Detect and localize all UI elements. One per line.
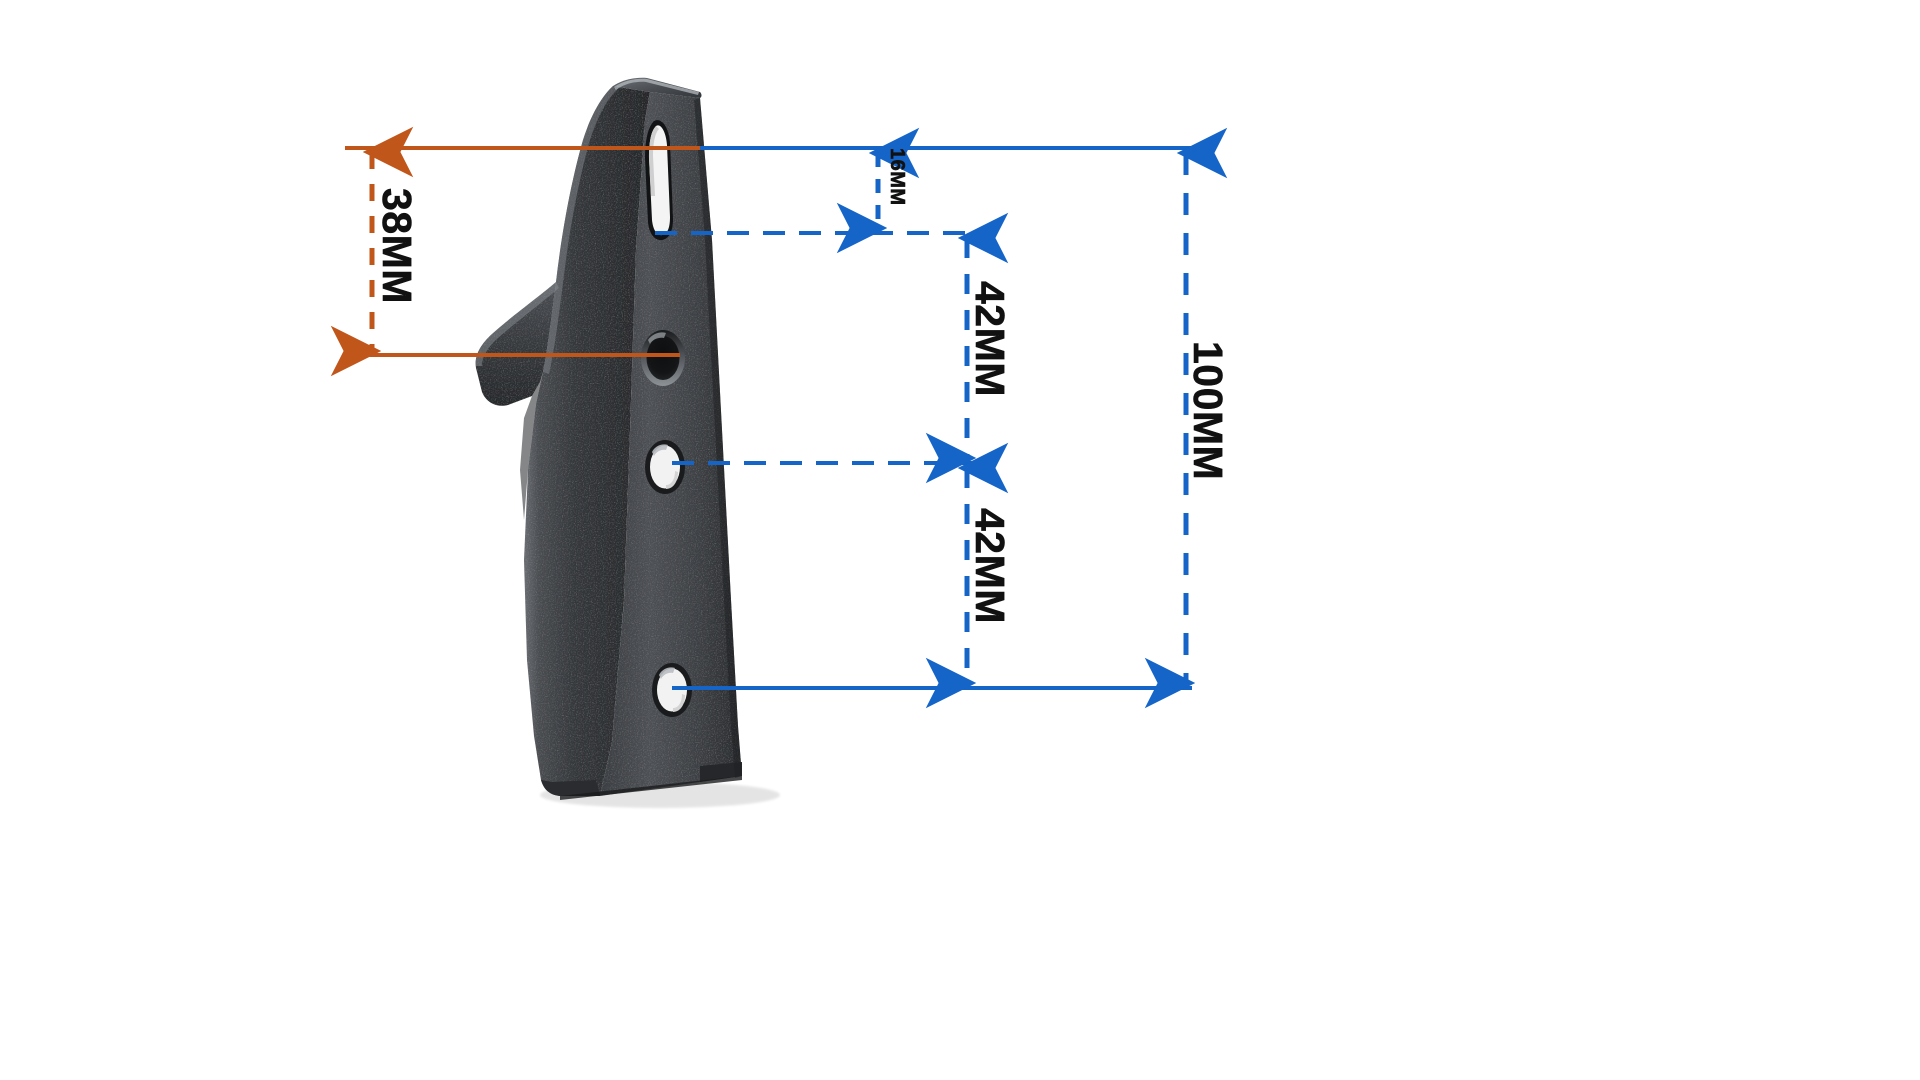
part-foot-edge-highlight xyxy=(475,282,559,366)
dimension-38mm xyxy=(330,126,1192,377)
part-rib-shade xyxy=(694,98,742,778)
bracket-part xyxy=(475,77,780,808)
part-foot-flange xyxy=(475,282,556,406)
feature-upper-hole xyxy=(641,330,685,386)
part-top-edge-highlight xyxy=(614,78,699,95)
dim-38mm-label: 38MM xyxy=(374,188,421,305)
dim-42mm-upper-label: 42MM xyxy=(967,281,1014,398)
part-bottom-pad-left xyxy=(541,780,600,796)
part-bottom-pad-right xyxy=(700,762,742,782)
part-bottom-edge xyxy=(560,776,742,800)
part-foot-fillet-shade xyxy=(520,372,543,520)
feature-top-slot xyxy=(645,120,673,241)
part-top-face xyxy=(613,77,702,98)
dim-16mm-label: 16MM xyxy=(886,148,909,206)
dim-42mm-lower-label: 42MM xyxy=(967,508,1014,625)
part-left-edge-highlight xyxy=(543,86,617,374)
dim-100mm-label: 100MM xyxy=(1185,341,1232,481)
dimension-blue-group xyxy=(655,127,1228,709)
part-front-face xyxy=(524,86,650,796)
feature-middle-hole xyxy=(645,440,685,494)
